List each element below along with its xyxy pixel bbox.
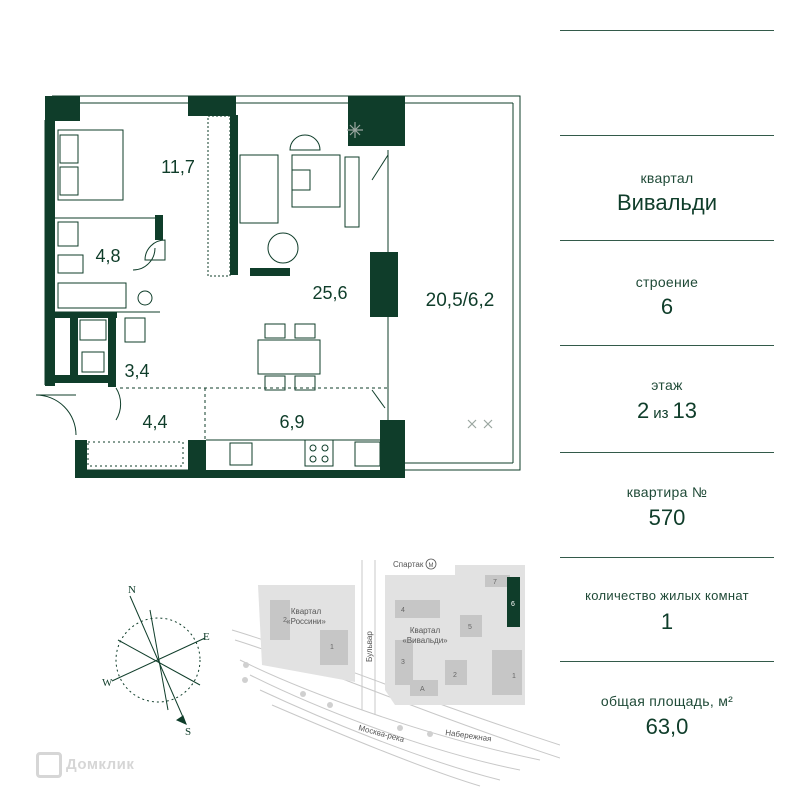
room-area-toilet: 3,4 — [124, 361, 149, 381]
divider — [560, 135, 774, 136]
rooms-label: количество жилых комнат — [585, 588, 749, 603]
map-rossini-label-2: «Россини» — [286, 617, 326, 626]
building-label: строение — [635, 274, 699, 290]
room-area-living: 25,6 — [312, 283, 347, 303]
divider — [560, 240, 774, 241]
building-value: 6 — [660, 294, 674, 319]
floor-total: 13 — [672, 398, 697, 423]
compass-s: S — [185, 726, 191, 738]
map-bldg-2-vivaldi: 2 — [453, 672, 457, 679]
compass-rose — [111, 595, 206, 725]
room-area-kitchen: 6,9 — [279, 412, 304, 432]
room-area-hall: 4,4 — [142, 412, 167, 432]
site-map — [231, 560, 560, 787]
home-icon — [36, 752, 62, 778]
map-vivaldi-label-2: «Вивальди» — [402, 636, 448, 645]
quarter-label: квартал — [640, 170, 694, 186]
divider — [560, 345, 774, 346]
watermark-text: Домклик — [66, 755, 135, 773]
building-6-highlight — [507, 577, 520, 627]
metro-icon — [425, 558, 437, 570]
map-bldg-7: 7 — [493, 579, 497, 586]
quarter-value: Вивальди — [616, 190, 718, 215]
divider — [560, 557, 774, 558]
divider — [560, 452, 774, 453]
map-bldg-5: 5 — [468, 624, 472, 631]
map-bldg-3: 3 — [401, 659, 405, 666]
room-area-terrace: 20,5/6,2 — [426, 290, 495, 311]
plant-icons — [347, 122, 493, 429]
divider — [560, 661, 774, 662]
watermark: Домклик — [36, 752, 134, 778]
plan-walls — [45, 96, 405, 478]
floor-current: 2 — [637, 398, 650, 423]
map-bldg-2-rossini: 2 — [283, 617, 287, 624]
map-rossini-label-1: Квартал — [291, 607, 322, 616]
compass-n: N — [128, 584, 136, 596]
divider — [560, 30, 774, 31]
compass-w: W — [102, 677, 113, 689]
map-metro-label: Спартак — [393, 560, 424, 569]
map-bldg-1-rossini: 1 — [330, 644, 334, 651]
room-area-bathroom: 4,8 — [95, 246, 120, 266]
area-value: 63,0 — [645, 714, 689, 739]
metro-symbol: М — [429, 563, 434, 569]
apartment-value: 570 — [648, 505, 686, 530]
apartment-label: квартира № — [626, 484, 708, 500]
floor-label: этаж — [651, 377, 683, 393]
rooms-value: 1 — [660, 609, 674, 634]
plan-furniture — [35, 115, 389, 467]
room-area-bedroom: 11,7 — [161, 157, 195, 177]
compass-e: E — [203, 631, 210, 643]
map-bldg-1-vivaldi: 1 — [512, 673, 516, 680]
floor-plan: 11,7 4,8 3,4 4,4 25,6 6,9 20,5/6,2 N E S… — [35, 95, 560, 787]
map-bldg-4: 4 — [401, 607, 405, 614]
floor-of: из — [653, 405, 669, 422]
map-bldg-6: 6 — [511, 601, 515, 608]
map-vivaldi-label-1: Квартал — [410, 626, 441, 635]
map-boulevard-label: Бульвар — [365, 631, 374, 662]
map-embankment-label: Набережная — [445, 728, 492, 743]
map-bldg-a: А — [420, 686, 425, 693]
area-label: общая площадь, м² — [600, 693, 734, 709]
